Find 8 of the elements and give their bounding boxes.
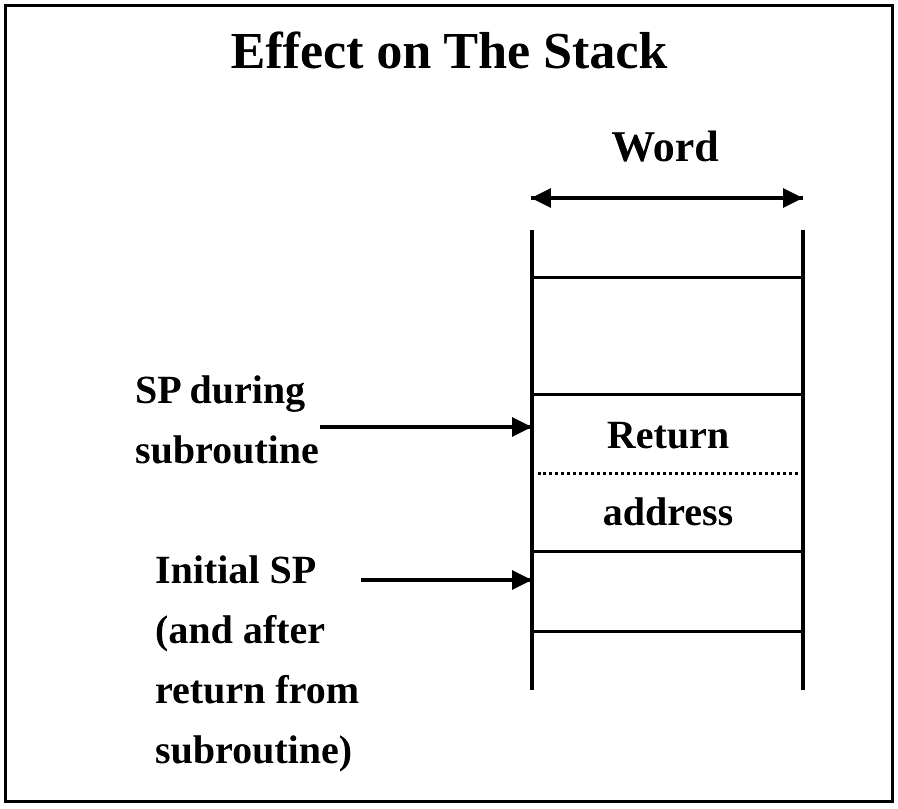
arrow <box>361 570 532 590</box>
cell-text: address <box>602 488 734 536</box>
pointer-label: Initial SP (and after return from subroutine) <box>155 540 361 780</box>
dimension-label: Word <box>610 122 720 172</box>
arrow <box>320 417 532 437</box>
title: Effect on The Stack <box>230 22 668 82</box>
cell-text: Return <box>606 410 730 458</box>
pointer-label: SP during subroutine <box>135 360 320 480</box>
